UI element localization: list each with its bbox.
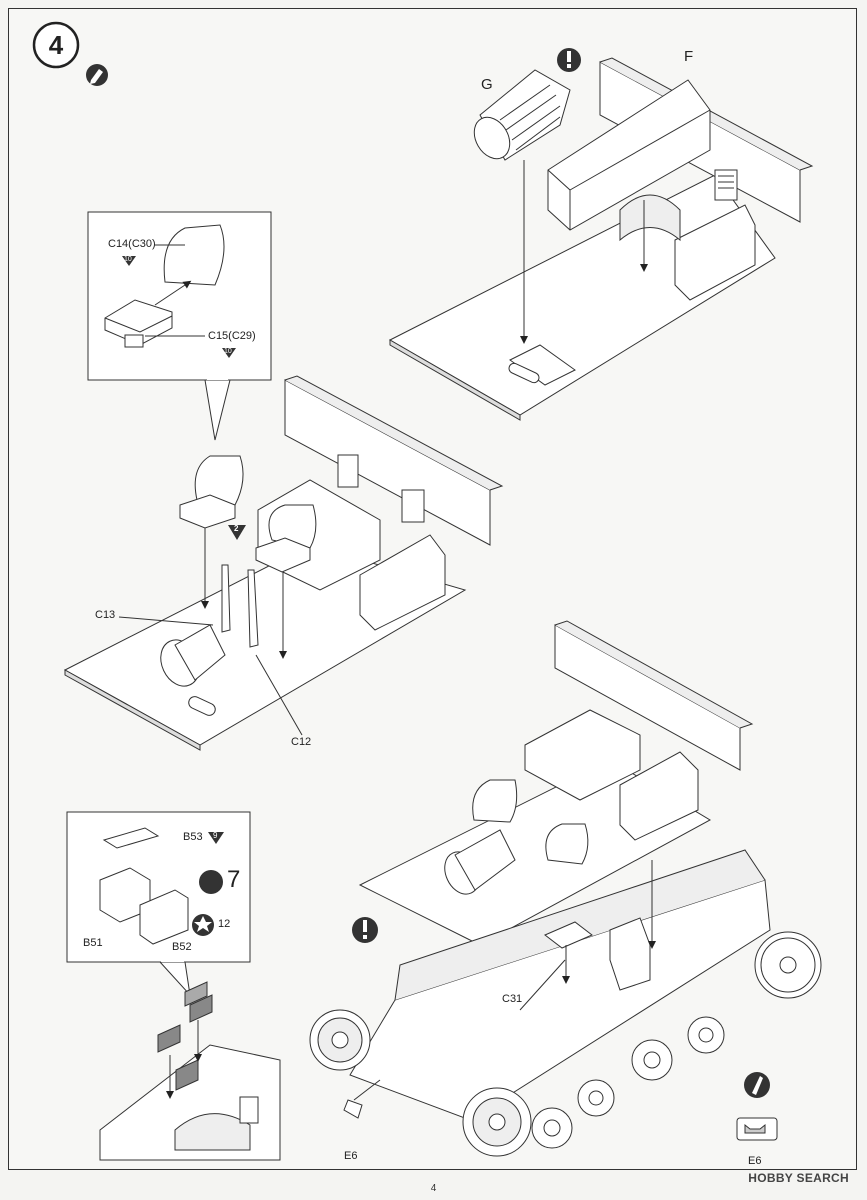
part-label-c13: C13 [95, 609, 116, 621]
caution-icon-top [557, 48, 581, 72]
step-number-icon [32, 21, 80, 69]
page-number: 4 [430, 1183, 437, 1194]
part-label-e6-left: E6 [344, 1150, 358, 1162]
marker-2-icon [228, 525, 246, 540]
bottom-left-partial [99, 981, 281, 1161]
part-label-c15: C15(C29) [208, 330, 256, 342]
part-ref-c15: 10 [224, 348, 232, 355]
seat-detail-box [87, 211, 272, 441]
marker-2-label: 2 [234, 524, 239, 533]
part-label-c14: C14(C30) [108, 238, 156, 250]
middle-floor-assembly [63, 375, 504, 751]
part-ref-c14: 10 [124, 256, 132, 263]
part-label-g: G [481, 76, 493, 93]
paint-icon [736, 1072, 778, 1141]
part-label-c31: C31 [502, 993, 523, 1005]
star-ref-number: 12 [218, 918, 231, 930]
pencil-icon [86, 64, 108, 86]
parts-b-detail-box [66, 811, 251, 997]
part-label-b53: B53 [183, 831, 203, 843]
part-label-f: F [684, 48, 694, 65]
part-label-e6-right: E6 [748, 1155, 762, 1167]
part-label-b52: B52 [172, 941, 192, 953]
part-label-c12: C12 [291, 736, 312, 748]
caution-icon-hull [352, 917, 378, 943]
sub-step-number: 7 [227, 866, 241, 893]
upper-floor-assembly [388, 57, 814, 421]
part-ref-b53: 9 [213, 831, 218, 840]
watermark: HOBBY SEARCH [748, 1171, 849, 1185]
step-number: 4 [48, 30, 64, 60]
part-g-drawing [473, 69, 571, 161]
lower-hull-assembly [309, 620, 822, 1157]
part-label-b51: B51 [83, 937, 103, 949]
